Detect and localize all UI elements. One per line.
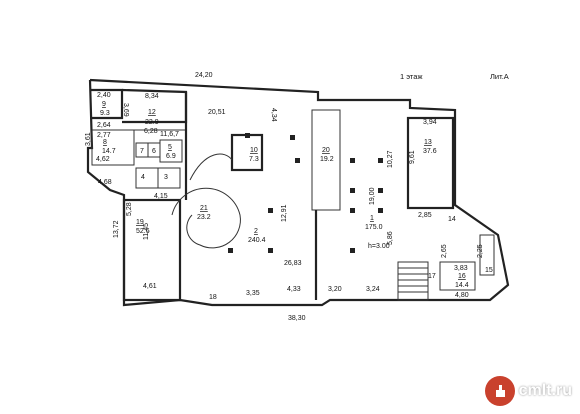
dimension: 3,83 xyxy=(454,265,468,272)
lit-label: Лит.А xyxy=(490,72,509,81)
dimension: 24,20 xyxy=(195,72,213,79)
hand-icon xyxy=(495,385,505,397)
room-21-area: 23.2 xyxy=(197,214,211,221)
room-16-number: 16 xyxy=(458,273,466,280)
dimension: 5,86 xyxy=(387,231,394,245)
wall-room-9 xyxy=(90,88,124,120)
dimension: 3,94 xyxy=(423,119,437,126)
dimension: 19,00 xyxy=(369,187,376,205)
watermark-badge-icon xyxy=(484,376,515,406)
stair-17-treads xyxy=(398,267,428,293)
room-5-area: 6.9 xyxy=(166,153,176,160)
dimension: 3,24 xyxy=(366,286,380,293)
room-17-number: 17 xyxy=(428,273,436,280)
dimension: 4,68 xyxy=(98,179,112,186)
wall-room-8 xyxy=(91,129,135,166)
stair-17 xyxy=(397,261,429,301)
room-2-number: 2 xyxy=(254,228,258,235)
room-3-number: 3 xyxy=(164,174,168,181)
dimension: 3,35 xyxy=(246,290,260,297)
spiral-stair-2 xyxy=(189,153,233,181)
site-watermark: cmlt.ru xyxy=(484,376,572,406)
room-10-number: 10 xyxy=(250,147,258,154)
room-8-area: 14.7 xyxy=(102,148,116,155)
room-15-number: 15 xyxy=(485,267,493,274)
dimension: 4,15 xyxy=(154,193,168,200)
dimension: 2,25 xyxy=(477,244,484,258)
room-9-area: 9.3 xyxy=(100,110,110,117)
wall-room-16 xyxy=(439,261,476,291)
room-14-number: 14 xyxy=(448,216,456,223)
room-12-area: 22.9 xyxy=(145,119,159,126)
spiral-stair xyxy=(171,187,241,249)
dimension: 12,91 xyxy=(281,204,288,222)
dimension: 11,6,7 xyxy=(160,131,179,138)
room-13-number: 13 xyxy=(424,139,432,146)
room-19-number: 19 xyxy=(136,219,144,226)
room-12-number: 12 xyxy=(148,109,156,116)
room-4-number: 4 xyxy=(141,174,145,181)
ceiling-height: h=3.00 xyxy=(368,243,390,250)
wall-room-5 xyxy=(159,139,183,163)
room-10-area: 7.3 xyxy=(249,156,259,163)
dimension: 3,61 xyxy=(85,132,92,146)
room-5-number: 5 xyxy=(168,144,172,151)
room-2-area: 240.4 xyxy=(248,237,266,244)
dimension: 2,85 xyxy=(418,212,432,219)
floor-label: 1 этаж xyxy=(400,72,422,81)
dimension: 2,65 xyxy=(441,244,448,258)
room-1-number: 1 xyxy=(370,215,374,222)
dimension: 10,27 xyxy=(387,150,394,168)
stair-15 xyxy=(479,234,495,276)
dimension: 4,33 xyxy=(287,286,301,293)
dimension: 4,80 xyxy=(455,292,469,299)
dimension: 38,30 xyxy=(288,315,306,322)
dimension: 13,72 xyxy=(113,220,120,238)
dimension: 11,45 xyxy=(143,223,150,240)
dimension: 3,20 xyxy=(328,286,342,293)
room-16-area: 14.4 xyxy=(455,282,469,289)
room-6-number: 6 xyxy=(152,148,156,155)
wall-room-4 xyxy=(135,167,159,189)
dimension: 26,83 xyxy=(284,260,302,267)
dimension: 3,69 xyxy=(122,103,129,117)
watermark-text: cmlt.ru xyxy=(518,382,572,399)
dimension: 2,64 xyxy=(97,122,111,129)
room-19-area: 52.6 xyxy=(136,228,150,235)
room-9-number: 9 xyxy=(102,101,106,108)
wall-room-13 xyxy=(406,116,455,210)
wall-room-19 xyxy=(122,198,182,302)
room-20-area: 19.2 xyxy=(320,156,334,163)
room-7-number: 7 xyxy=(140,148,144,155)
dimension: 4,61 xyxy=(143,283,157,290)
wall-room-20 xyxy=(311,109,341,211)
dimension: 5,28 xyxy=(126,202,133,216)
room-18-number: 18 xyxy=(209,294,217,301)
dimension: 2,77 xyxy=(97,132,111,139)
dimension: 4,34 xyxy=(270,108,277,122)
dimension: 9,61 xyxy=(409,150,416,164)
room-1-area: 175.0 xyxy=(365,224,383,231)
wall-room-3 xyxy=(157,167,181,189)
room-13-area: 37.6 xyxy=(423,148,437,155)
dimension: 2,40 xyxy=(97,92,111,99)
dimension: 4,62 xyxy=(96,156,110,163)
dimension: 8,34 xyxy=(145,93,159,100)
columns xyxy=(228,133,383,253)
dimension: 6,28 xyxy=(144,128,158,135)
room-21-number: 21 xyxy=(200,205,208,212)
room-20-number: 20 xyxy=(322,147,330,154)
dimension: 20,51 xyxy=(208,109,226,116)
room-8-number: 8 xyxy=(103,139,107,146)
